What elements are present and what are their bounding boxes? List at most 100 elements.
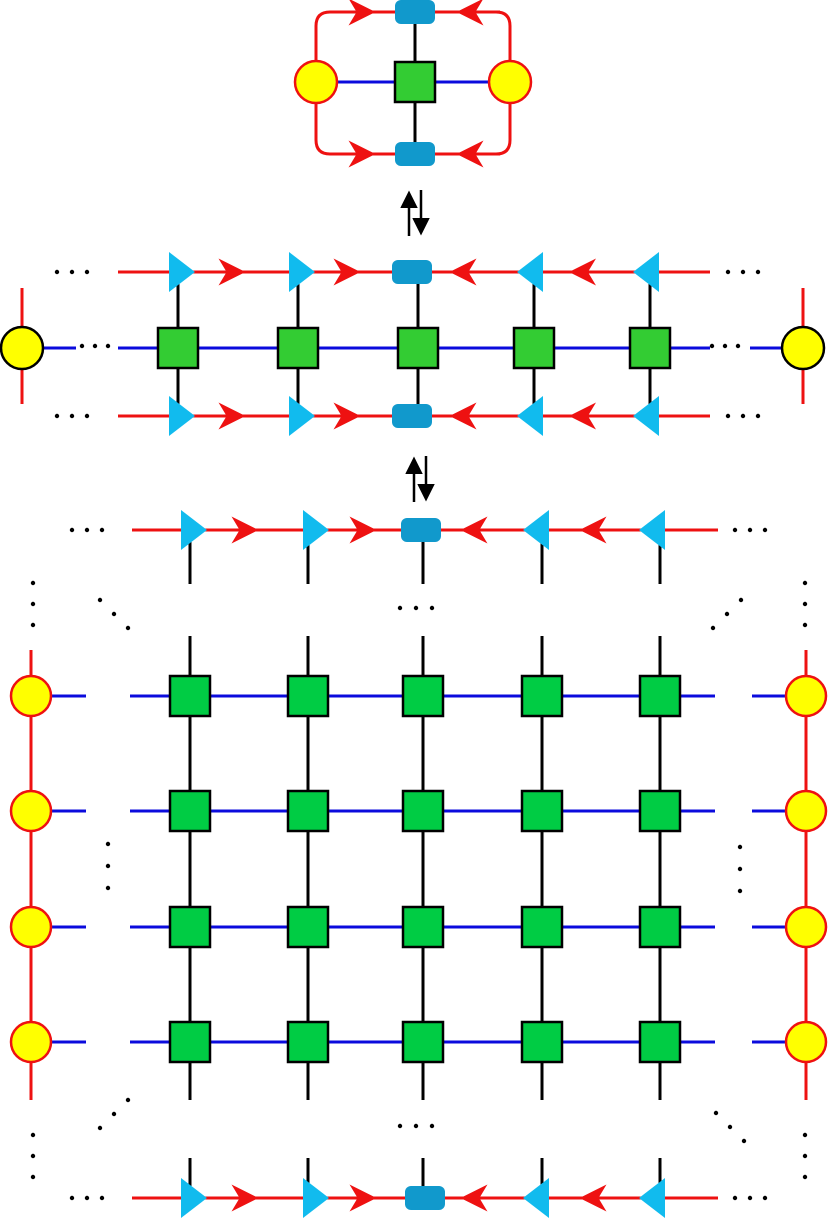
middle-panel <box>0 252 826 436</box>
ellipsis-dot <box>105 863 111 869</box>
ellipsis-dot <box>97 1125 103 1131</box>
ellipsis-bottom-center <box>397 1123 435 1129</box>
grid-site-tensor <box>401 674 445 718</box>
ellipsis-dot <box>740 413 746 419</box>
ellipsis-dot <box>710 625 716 631</box>
ellipsis-dot <box>722 343 728 349</box>
grid-site-tensor <box>520 1020 564 1064</box>
ellipsis-dot <box>111 611 117 617</box>
right-corner-tensor <box>487 59 533 105</box>
grid-site-tensor <box>168 905 212 949</box>
ellipsis-dot <box>99 527 105 533</box>
isometry-triangle-top <box>523 510 549 550</box>
ellipsis-dot <box>747 527 753 533</box>
ellipsis-dot <box>69 413 75 419</box>
ellipsis-dot <box>30 1174 36 1180</box>
isometry-triangle-top <box>517 252 543 292</box>
left-edge-tensor <box>9 674 53 718</box>
bottom-pill <box>392 404 432 428</box>
bottom-panel <box>9 510 828 1218</box>
ellipsis-dot <box>125 625 131 631</box>
ellipsis-bottom-right <box>725 413 761 419</box>
left-edge-tensor <box>9 789 53 833</box>
isometry-triangle-top <box>289 252 315 292</box>
ellipsis-diag-top-right <box>710 597 744 631</box>
ellipsis-dot <box>738 597 744 603</box>
ellipsis-dot <box>69 527 75 533</box>
ellipsis-dot <box>747 1195 753 1201</box>
grid-site-tensor <box>520 905 564 949</box>
ellipsis-top-right <box>725 269 761 275</box>
ellipsis-dot <box>737 888 743 894</box>
ellipsis-dot <box>737 844 743 850</box>
ellipsis-mid-right <box>709 343 741 349</box>
ellipsis-dot <box>84 1195 90 1201</box>
grid-site-tensor <box>286 905 330 949</box>
isometry-triangle-bottom <box>303 1178 329 1218</box>
ellipsis-left-bottom <box>30 1132 36 1180</box>
ellipsis-dot <box>802 1132 808 1138</box>
isometry-triangle-bottom <box>169 396 195 436</box>
grid-site-tensor <box>168 674 212 718</box>
ellipsis-right-bottom <box>802 1132 808 1180</box>
grid-site-tensor <box>638 905 682 949</box>
site-tensor <box>396 326 440 370</box>
ellipsis-dot <box>54 269 60 275</box>
ellipsis-diag-bottom-right <box>713 1110 747 1144</box>
ellipsis-dot <box>413 1123 419 1129</box>
site-tensor <box>628 326 672 370</box>
grid-site-tensor <box>168 1020 212 1064</box>
left-edge-tensor <box>9 905 53 949</box>
isometry-triangle-top <box>639 510 665 550</box>
grid-site-tensor <box>401 905 445 949</box>
left-corner-tensor <box>0 325 45 371</box>
ellipsis-dot <box>725 413 731 419</box>
ellipsis-dot <box>397 1123 403 1129</box>
grid-site-tensor <box>638 789 682 833</box>
ellipsis-dot <box>735 343 741 349</box>
isometry-triangle-bottom <box>523 1178 549 1218</box>
ellipsis-dot <box>732 1195 738 1201</box>
grid-site-tensor <box>520 674 564 718</box>
top-pill <box>395 0 435 24</box>
top-pill <box>401 518 441 542</box>
isometry-triangle-top <box>303 510 329 550</box>
ellipsis-dot <box>105 885 111 891</box>
ellipsis-dot <box>725 269 731 275</box>
ellipsis-mid-left <box>79 343 111 349</box>
ellipsis-dot <box>30 1153 36 1159</box>
ellipsis-dot <box>125 1097 131 1103</box>
ellipsis-dot <box>737 866 743 872</box>
site-tensor <box>276 326 320 370</box>
left-corner-tensor <box>293 59 339 105</box>
ellipsis-dot <box>54 413 60 419</box>
right-edge-tensor <box>784 789 828 833</box>
ellipsis-dot <box>740 269 746 275</box>
ellipsis-dot <box>84 269 90 275</box>
ellipsis-dot <box>105 841 111 847</box>
ellipsis-dot <box>802 1153 808 1159</box>
ellipsis-dot <box>727 1124 733 1130</box>
isometry-triangle-top <box>633 252 659 292</box>
ellipsis-dot <box>709 343 715 349</box>
grid-site-tensor <box>286 789 330 833</box>
grid-site-tensor <box>638 674 682 718</box>
grid-site-tensor <box>401 789 445 833</box>
ellipsis-left-mid <box>105 841 111 891</box>
ellipsis-right-top <box>802 580 808 628</box>
ellipsis-dot <box>79 343 85 349</box>
ellipsis-bottom-left <box>69 1195 105 1201</box>
top-panel <box>293 0 533 168</box>
ellipsis-dot <box>713 1110 719 1116</box>
site-tensor <box>156 326 200 370</box>
ellipsis-diag-bottom-left <box>97 1097 131 1131</box>
ellipsis-dot <box>99 1195 105 1201</box>
isometry-triangle-bottom <box>289 396 315 436</box>
grid-site-tensor <box>520 789 564 833</box>
grid-site-tensor <box>286 1020 330 1064</box>
bottom-pill <box>405 1186 445 1210</box>
ellipsis-top-left <box>69 527 105 533</box>
grid-site-tensor <box>638 1020 682 1064</box>
ellipsis-dot <box>802 601 808 607</box>
